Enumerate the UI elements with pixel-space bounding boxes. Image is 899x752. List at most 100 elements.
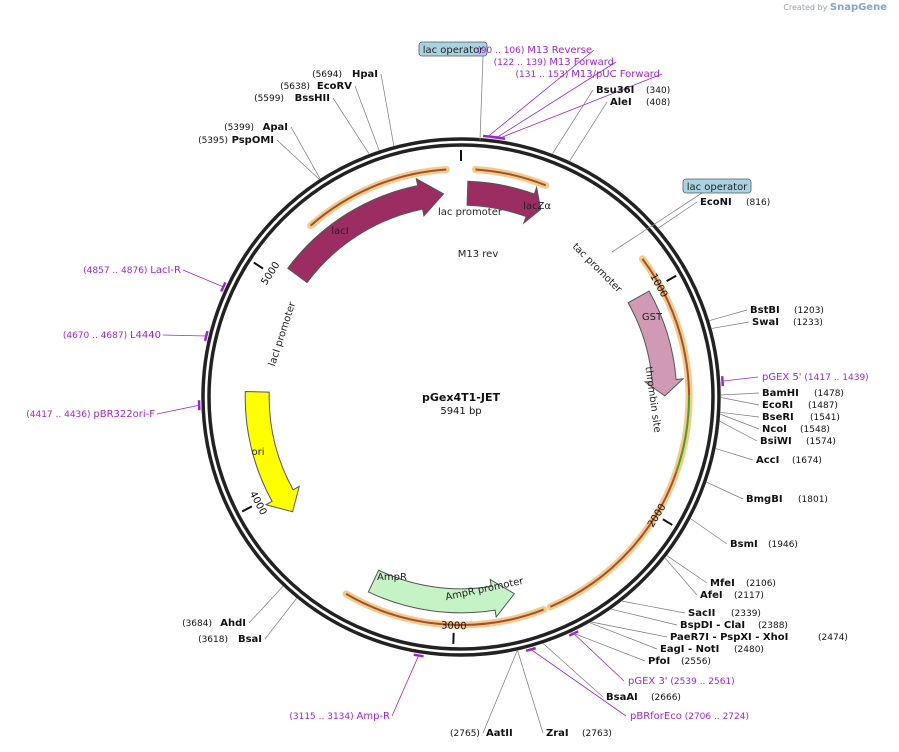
enzyme-ecori: EcoRI bbox=[762, 400, 793, 411]
primer-pbrforeco: pBRforEco (2706 .. 2724) bbox=[630, 711, 749, 722]
primer-site bbox=[495, 136, 506, 140]
enzyme-pos-bspdi-clai: (2388) bbox=[758, 621, 788, 631]
enzyme-leader bbox=[589, 622, 658, 650]
feature-label-ampr: AmpR bbox=[377, 572, 407, 583]
backbone-outer bbox=[201, 137, 721, 657]
feature-arrow-gst bbox=[627, 290, 685, 397]
enzyme-eagi-noti: EagI - NotI bbox=[660, 644, 719, 655]
enzyme-apai: ApaI bbox=[263, 122, 288, 133]
enzyme-pos-mfei: (2106) bbox=[746, 579, 776, 589]
enzyme-bsshii: BssHII bbox=[295, 93, 330, 104]
enzyme-aatii: AatII bbox=[486, 728, 513, 739]
enzyme-pos-hpai: (5694) bbox=[312, 70, 342, 80]
orf-line bbox=[309, 168, 447, 227]
feature-label-laci: lacI bbox=[331, 226, 348, 237]
enzyme-leader bbox=[332, 97, 370, 155]
enzyme-pos-econi: (816) bbox=[746, 198, 770, 208]
enzyme-bstbi: BstBI bbox=[750, 305, 780, 316]
primer-leader bbox=[500, 73, 663, 139]
enzyme-leader bbox=[690, 518, 728, 545]
feature-arrow-ampr bbox=[367, 569, 516, 619]
enzyme-leader bbox=[611, 608, 678, 626]
enzyme-mfei: MfeI bbox=[710, 578, 735, 589]
tick-mark bbox=[241, 505, 253, 513]
primer-leader bbox=[487, 49, 595, 137]
enzyme-zrai: ZraI bbox=[546, 728, 569, 739]
enzyme-pos-bstbi: (1203) bbox=[794, 306, 824, 316]
enzyme-pos-pspomi: (5395) bbox=[198, 136, 228, 146]
enzyme-ncoi: NcoI bbox=[762, 424, 787, 435]
enzyme-pos-pfoi: (2556) bbox=[681, 657, 711, 667]
enzyme-bmgbi: BmgBI bbox=[746, 494, 783, 505]
enzyme-bsaai: BsaAI bbox=[606, 692, 638, 703]
tick-mark bbox=[666, 274, 677, 283]
enzyme-leader bbox=[543, 643, 604, 698]
primer-laci-r: (4857 .. 4876) LacI-R bbox=[83, 265, 181, 276]
enzyme-leader bbox=[569, 101, 608, 162]
small-feature-lac-promoter: lac promoter bbox=[438, 207, 503, 218]
primer-leader bbox=[156, 404, 200, 415]
enzyme-leader bbox=[591, 621, 668, 638]
primer-pgex-5: pGEX 5' (1417 .. 1439) bbox=[762, 372, 869, 383]
enzyme-leader bbox=[264, 598, 297, 640]
enzyme-leader bbox=[719, 421, 758, 442]
enzyme-bsu36i: Bsu36I bbox=[596, 85, 634, 96]
snapgene-logo: SnapGene bbox=[829, 2, 887, 13]
enzyme-pos-apai: (5399) bbox=[224, 123, 254, 133]
enzyme-pos-bsshii: (5599) bbox=[254, 94, 284, 104]
enzyme-pos-ncoi: (1548) bbox=[800, 425, 830, 435]
enzyme-bsai: BsaI bbox=[238, 634, 262, 645]
primer-leader bbox=[162, 334, 207, 337]
enzyme-leader bbox=[354, 85, 380, 151]
primer-m13-puc-forward: (131 .. 153) M13/pUC Forward bbox=[516, 69, 660, 80]
primer-leader bbox=[722, 376, 759, 382]
operator-leader bbox=[611, 192, 703, 253]
primer-site bbox=[220, 281, 227, 292]
enzyme-bsmi: BsmI bbox=[730, 539, 758, 550]
enzyme-pos-bsai: (3618) bbox=[198, 635, 228, 645]
enzyme-pos-eagi-noti: (2480) bbox=[734, 645, 764, 655]
enzyme-pspomi: PspOMI bbox=[232, 135, 274, 146]
enzyme-pos-zrai: (2763) bbox=[582, 729, 612, 739]
feature-label-gst: GST bbox=[642, 312, 663, 323]
tick-label: 5000 bbox=[259, 260, 282, 287]
orf-line bbox=[475, 168, 547, 187]
primer-site bbox=[203, 330, 209, 342]
feature-arrow-laci bbox=[287, 177, 445, 284]
enzyme-pos-paer7i-pspxi-xhoi: (2474) bbox=[818, 633, 848, 643]
enzyme-leader bbox=[664, 557, 698, 596]
enzyme-pos-alei: (408) bbox=[646, 98, 670, 108]
primer-amp-r: (3115 .. 3134) Amp-R bbox=[289, 711, 390, 722]
enzyme-pos-acci: (1674) bbox=[792, 456, 822, 466]
operator-leader bbox=[479, 55, 484, 141]
lac-operator-label: lac operator bbox=[687, 182, 748, 193]
enzyme-leader bbox=[709, 309, 748, 321]
primer-leader bbox=[496, 61, 617, 138]
lac-operator-box bbox=[682, 178, 752, 194]
tick-mark bbox=[662, 518, 673, 526]
enzyme-econi: EcoNI bbox=[700, 197, 732, 208]
enzyme-leader bbox=[290, 126, 321, 179]
enzyme-leader bbox=[711, 321, 750, 329]
enzyme-pos-swai: (1233) bbox=[793, 318, 823, 328]
orf-line bbox=[549, 258, 690, 608]
enzyme-leader bbox=[380, 73, 395, 146]
enzyme-ahdi: AhdI bbox=[220, 618, 246, 629]
orf-halo bbox=[673, 395, 693, 473]
primer-site bbox=[413, 653, 424, 658]
enzyme-bseri: BseRI bbox=[762, 412, 794, 423]
enzyme-pos-bsu36i: (340) bbox=[646, 86, 670, 96]
enzyme-pos-sacii: (2339) bbox=[731, 609, 761, 619]
enzyme-leader bbox=[720, 411, 760, 418]
enzyme-leader bbox=[621, 600, 686, 614]
enzyme-bsiwi: BsiWI bbox=[760, 436, 792, 447]
enzyme-swai: SwaI bbox=[752, 317, 779, 328]
primer-leader bbox=[391, 655, 420, 717]
feature-label-lacz: lacZα bbox=[523, 201, 551, 212]
primer-l4440: (4670 .. 4687) L4440 bbox=[63, 330, 161, 341]
enzyme-bamhi: BamHI bbox=[762, 388, 799, 399]
enzyme-pos-afei: (2117) bbox=[734, 591, 764, 601]
enzyme-leader bbox=[552, 89, 594, 154]
primer-m13-reverse: (90 .. 106) M13 Reverse bbox=[477, 45, 592, 56]
orf-line bbox=[345, 593, 544, 626]
